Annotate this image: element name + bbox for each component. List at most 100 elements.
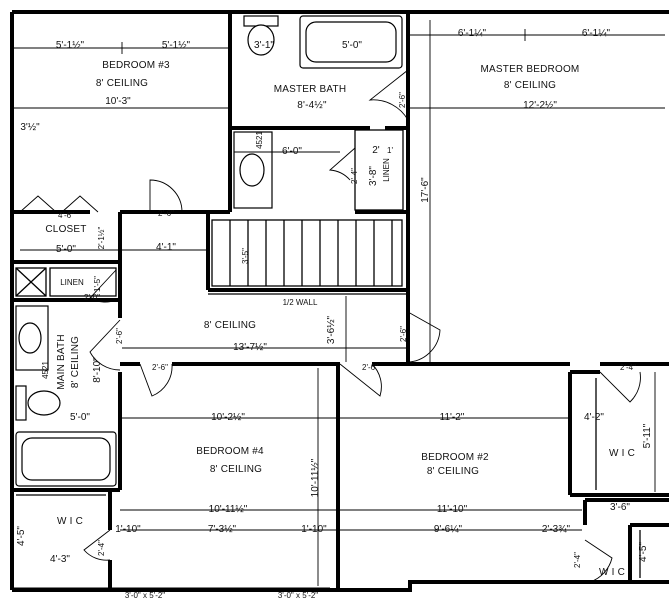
dim-mb-bath-small: 2'-4": [350, 168, 359, 184]
stair-wall: [206, 212, 410, 310]
main-bath-toilet-bowl: [27, 390, 61, 416]
wic-left-name: W I C: [57, 516, 83, 527]
wic-bottom-right-wall: [583, 498, 669, 582]
master-bath-name: MASTER BATH: [274, 84, 347, 95]
room-labels: BEDROOM #3 8' CEILING MASTER BATH 8'-4½"…: [45, 60, 635, 578]
dim-b4-seg3: 1'-10": [301, 524, 327, 535]
dim-hall-depth: 3'-6½": [326, 315, 337, 344]
dim-hall-door-b4: 2'-6": [152, 363, 168, 372]
dim-closet-width: 4'-6": [58, 211, 74, 220]
main-bathtub-inner: [21, 437, 111, 481]
dim-stair-depth: 3'-5": [241, 248, 250, 264]
dim-linen-door: 2'-0": [84, 293, 100, 302]
dim-wic-r-width: 4'-2": [584, 412, 604, 423]
wic-left-wall: [12, 488, 112, 590]
master-bedroom-name: MASTER BEDROOM: [481, 64, 580, 75]
dim-wic-br-side: 4'-5": [638, 542, 649, 562]
bedroom2-door: [339, 363, 382, 397]
walls: [10, 10, 669, 592]
wic-right-door: [599, 371, 641, 403]
master-sink: [239, 153, 265, 187]
dim-vanity-mb: 6'-0": [282, 146, 302, 157]
linen-upper-name: LINEN: [382, 158, 391, 182]
dim-b3-top-left: 5'-1½": [56, 40, 85, 51]
dim-wic-r-depth: 5'-11": [642, 423, 653, 448]
bedroom2-ceiling: 8' CEILING: [427, 466, 479, 477]
dim-main-bath-tub: 5'-0": [70, 412, 90, 423]
dim-linen-depth: 1'-5": [93, 276, 102, 292]
dim-mb-depth: 17'-6": [420, 177, 431, 203]
dim-b4-width-top: 10'-2½": [211, 412, 245, 423]
bedroom4-door: [139, 363, 173, 397]
hall-left-wall: [12, 260, 122, 300]
half-wall-label: 1/2 WALL: [283, 298, 318, 307]
master-bath-door: [368, 69, 409, 121]
main-bath-sink: [18, 322, 42, 354]
dim-closet-side: 2'-1½": [97, 227, 106, 250]
dim-wic-br-width: 3'-6": [610, 502, 630, 513]
thin-lines: [16, 129, 641, 578]
fixtures: [15, 15, 403, 487]
linen-left-box: [49, 267, 117, 297]
dim-mb-linen-width: 2': [372, 145, 380, 156]
dimension-labels: 5'-1½" 5'-1½" 10'-3" 3'½" 3'-1" 5'-0" 6'…: [16, 27, 653, 600]
stair-treads: [229, 220, 393, 286]
staircase-outline: [211, 219, 403, 287]
wic-right-name: W I C: [609, 448, 635, 459]
bedroom3-name: BEDROOM #3: [102, 60, 170, 71]
dim-vanity-mb-code: 4521: [255, 131, 264, 149]
wic-right-wall: [568, 370, 669, 497]
main-bath-door: [89, 319, 121, 371]
dim-wic-br-door: 2'-4": [573, 552, 582, 568]
master-bathtub-inner: [305, 21, 397, 63]
dim-b2-seg1: 9'-6¼": [434, 523, 463, 535]
dim-hall-door-left: 2'-6": [115, 328, 124, 344]
dim-b3-side: 3'½": [20, 122, 40, 133]
closet-door-left: [19, 195, 57, 213]
exterior-wall: [10, 10, 669, 592]
main-bath-name: MAIN BATH: [56, 334, 67, 390]
dim-window-right: 3'-0" x 5'-2": [278, 591, 318, 600]
master-bedroom-door: [407, 311, 441, 363]
dim-b4-seg2: 7'-3½": [208, 524, 237, 535]
dim-b4-seg1: 1'-10": [115, 524, 141, 535]
dim-b4-door: 2'-4": [97, 540, 106, 556]
master-linen-door: [328, 147, 356, 181]
dim-closet-door: 2'-6": [158, 209, 174, 218]
dim-mb-top-right: 6'-1¼": [582, 27, 611, 39]
main-bath-wall: [12, 298, 122, 492]
wic-br-door: [584, 539, 613, 583]
dimension-lines: [14, 20, 665, 589]
dim-b3-top-right: 5'-1½": [162, 40, 191, 51]
linen-door: [89, 269, 117, 303]
dim-closet-depth: 5'-0": [56, 244, 76, 255]
bedroom3-wall: [12, 12, 232, 214]
dim-stair-landing: 4'-1": [156, 242, 176, 253]
dim-b3-width: 10'-3": [105, 96, 131, 107]
dim-b2-width-top: 11'-2": [440, 412, 465, 423]
dim-hall-door-right: 2'-6": [399, 326, 408, 342]
dim-tub-mb: 5'-0": [342, 40, 362, 51]
dim-b2-seg2: 2'-3¾": [542, 524, 571, 535]
doors: [19, 69, 641, 583]
bedroom3-ceiling: 8' CEILING: [96, 78, 148, 89]
chute-box: [15, 267, 47, 297]
closet-door-right: [61, 195, 99, 213]
dim-mb-door: 2'-6": [398, 92, 407, 108]
dim-wic-r-door: 2'-4": [620, 363, 636, 372]
wic-bottom-right-name: W I C: [599, 567, 625, 578]
dim-wic-l-width: 4'-3": [50, 554, 70, 565]
main-bath-toilet-tank: [15, 385, 27, 421]
main-bath-ceiling: 8' CEILING: [70, 336, 81, 388]
dim-hall-door-mid: 2'-6": [362, 363, 378, 372]
dim-hall-width: 13'-7½": [233, 342, 267, 353]
dim-mb-linen-depth: 3'-8": [368, 166, 379, 186]
dim-b4-width-bot: 10'-11½": [209, 504, 248, 515]
master-bath-linen-box: [354, 129, 404, 211]
dim-mb-linen-door: 1': [387, 146, 393, 155]
dim-mb-width: 12'-2½": [523, 100, 557, 111]
dim-wic-l-side: 4'-5": [16, 526, 27, 546]
bedroom4-ceiling: 8' CEILING: [210, 464, 262, 475]
dim-b4-depth: 10'-11½": [310, 458, 321, 497]
